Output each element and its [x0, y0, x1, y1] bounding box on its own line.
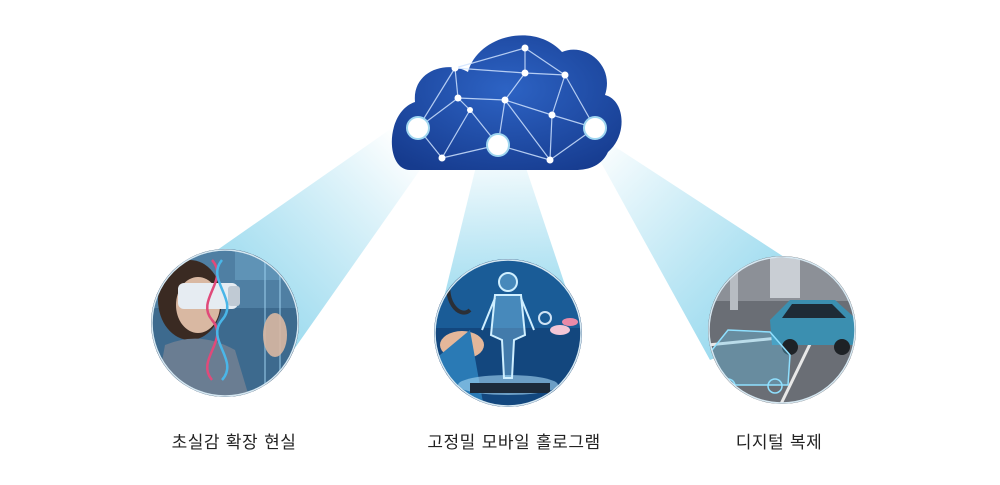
label-vr: 초실감 확장 현실 — [171, 433, 297, 453]
vr-headset-woman-icon — [151, 249, 299, 397]
label-digital-twin: 디지털 복제 — [735, 433, 823, 453]
network-cloud-icon — [391, 35, 622, 170]
label-hologram: 고정밀 모바일 홀로그램 — [427, 433, 601, 453]
network-nodes — [406, 44, 607, 164]
digital-twin-car-icon — [708, 256, 856, 404]
